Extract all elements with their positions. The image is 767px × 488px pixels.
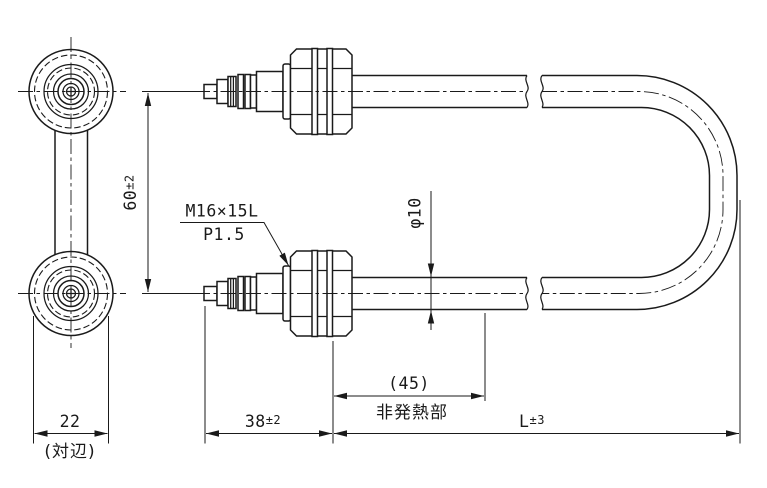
- u-tube-outline: [352, 74, 738, 311]
- sheath-diameter-label: φ10: [406, 197, 425, 228]
- base-length-label: 38±2: [245, 412, 281, 431]
- across-flats-label: 22: [60, 412, 81, 431]
- dimension-labels: M16×15L P1.5 60±2 φ10 (45) 非発熱部 38±2 L±3…: [44, 174, 545, 462]
- unheated-length-label: (45): [388, 374, 430, 393]
- total-length-label: L±3: [519, 412, 545, 431]
- front-view: [28, 48, 114, 337]
- thread-pitch-label: P1.5: [203, 225, 245, 244]
- thread-leader-line: [180, 222, 289, 266]
- center-distance-label: 60±2: [121, 174, 140, 210]
- front-view-tube: [54, 130, 89, 255]
- centerlines: [18, 37, 724, 348]
- dimension-lines: [33, 91, 741, 444]
- across-flats-caption-label: (対辺): [44, 442, 95, 462]
- pipe-break-symbol: [525, 75, 544, 310]
- thread-spec-label: M16×15L: [185, 202, 258, 221]
- unheated-caption-label: 非発熱部: [376, 403, 448, 423]
